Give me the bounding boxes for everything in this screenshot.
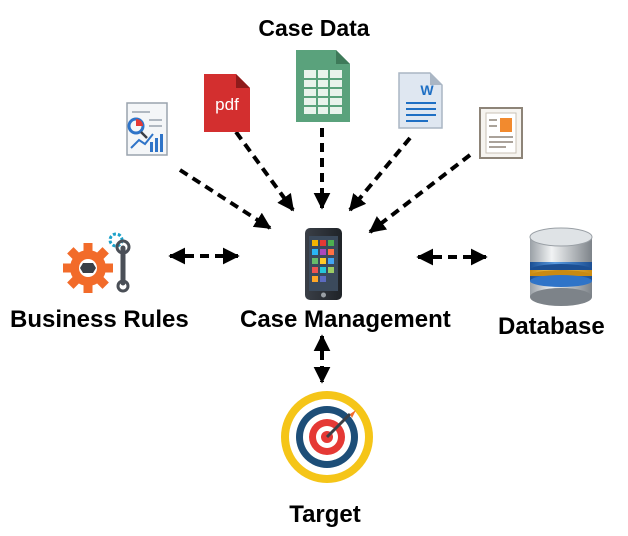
target-label: Target xyxy=(289,501,361,528)
word-icon-letter: W xyxy=(420,82,434,98)
target-icon xyxy=(281,391,373,483)
arrow-document-to-case-management xyxy=(368,153,472,234)
word-document-icon: W xyxy=(398,72,443,129)
database-label: Database xyxy=(498,313,605,340)
arrow-report-to-case-management xyxy=(178,168,272,230)
arrow-word-to-case-management xyxy=(348,136,412,212)
arrow-pdf-to-case-management xyxy=(234,130,295,212)
pdf-icon: pdf xyxy=(204,74,250,132)
database-icon xyxy=(529,227,593,306)
case-management-label: Case Management xyxy=(240,306,451,333)
gear-wrench-icon xyxy=(63,232,131,293)
pdf-icon-text: pdf xyxy=(215,95,239,114)
report-icon xyxy=(126,102,168,156)
smartphone-icon xyxy=(305,228,342,300)
case-data-label: Case Data xyxy=(258,15,370,41)
business-rules-label: Business Rules xyxy=(10,306,189,333)
document-icon xyxy=(479,107,523,159)
spreadsheet-icon xyxy=(296,50,350,122)
